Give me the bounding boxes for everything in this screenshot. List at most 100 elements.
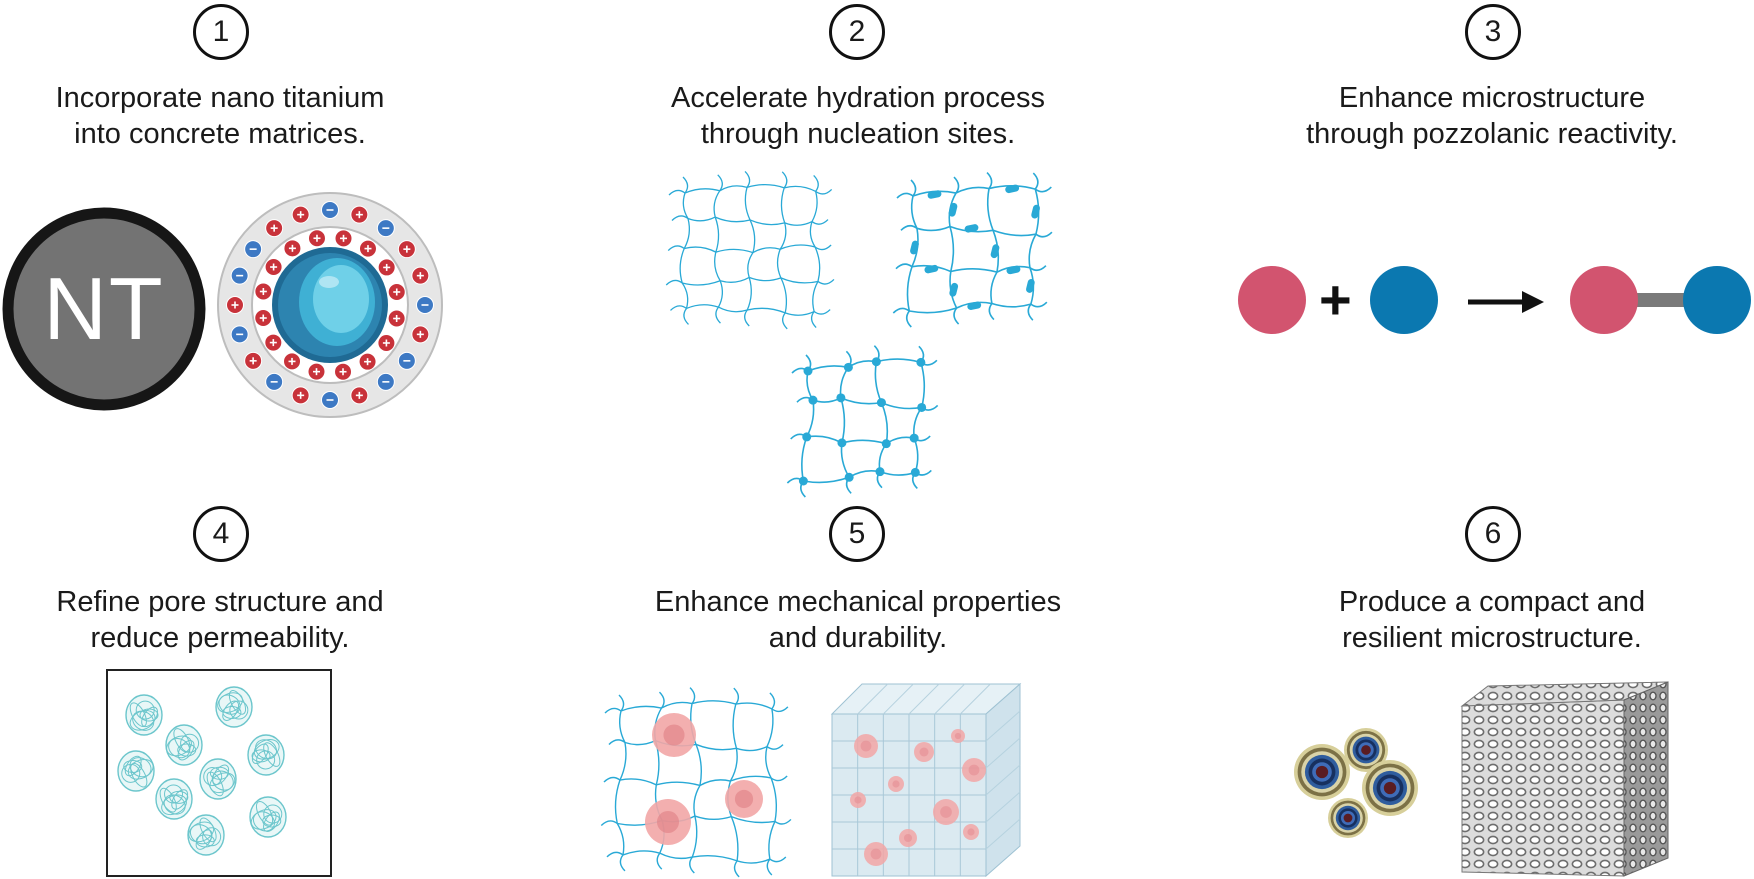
network-node-icon [881, 439, 891, 449]
pore-structure-panel [106, 669, 332, 877]
grid-line [985, 737, 1021, 769]
reinforced-network-icon [600, 687, 792, 878]
network-strand [714, 251, 721, 282]
network-strand [733, 860, 740, 878]
network-strand [784, 185, 816, 192]
positive-ion-icon [358, 352, 377, 371]
network-strand [1035, 231, 1053, 238]
network-strand [717, 280, 724, 308]
network-strand [892, 307, 910, 314]
network-strand [684, 188, 720, 194]
network-strand [990, 271, 998, 304]
network-strand [900, 224, 918, 231]
network-strand [619, 742, 627, 781]
step-3-caption-line2: through pozzolanic reactivity. [1306, 118, 1678, 150]
grid-line [934, 683, 966, 715]
inclusion-core-icon [734, 789, 754, 809]
network-strand [752, 247, 781, 254]
pore-icon [187, 814, 225, 856]
grid-line [985, 791, 1021, 823]
grid-line [857, 683, 889, 715]
step-3-caption-line1: Enhance microstructure [1338, 82, 1646, 114]
clinker-particle-icon [1294, 744, 1350, 800]
clinker-particle-icon [1328, 798, 1368, 838]
network-strand [988, 303, 995, 321]
pore-icon [165, 724, 203, 766]
network-strand [683, 218, 691, 249]
network-strand [806, 400, 815, 438]
network-strand [840, 397, 882, 405]
network-node-icon [875, 467, 885, 477]
pore-icon [199, 758, 237, 800]
network-strand [815, 188, 833, 195]
network-strand [910, 179, 917, 197]
network-strand [604, 707, 622, 714]
network-node-icon [836, 393, 846, 403]
network-strand [791, 367, 809, 374]
network-strand [812, 281, 819, 312]
network-strand [817, 278, 835, 285]
step-6-caption-line1: Produce a compact and [1338, 586, 1646, 618]
network-strand [732, 703, 738, 749]
negative-ion-icon [244, 240, 263, 259]
network-strand [667, 245, 685, 251]
network-strand [840, 442, 850, 478]
positive-ion-icon [350, 386, 369, 405]
step-6-caption: Produce a compact and resilient microstr… [1290, 584, 1694, 656]
negative-ion-icon [376, 372, 395, 391]
network-strand [713, 190, 721, 218]
network-strand [913, 437, 919, 473]
network-strand [986, 172, 993, 190]
network-strand [814, 244, 832, 251]
step-3-caption: Enhance microstructure through pozzolani… [1290, 80, 1694, 152]
network-strand [905, 310, 912, 328]
network-strand [992, 229, 1037, 237]
network-strand [736, 858, 771, 864]
inclusion-core-icon [870, 848, 882, 860]
network-node-icon [909, 433, 919, 443]
network-strand [670, 305, 687, 311]
grid-line [985, 710, 1021, 742]
positive-ion-icon [254, 282, 273, 301]
network-strand [911, 471, 918, 489]
step-4-number: 4 [212, 517, 230, 550]
step-1-caption-line1: Incorporate nano titanium [55, 82, 385, 114]
particle-cluster-icon [1294, 728, 1418, 838]
network-strand [781, 171, 788, 189]
inclusion-core-icon [968, 764, 980, 776]
network-strand [814, 246, 821, 282]
negative-ion-icon [230, 325, 249, 344]
network-strand [718, 306, 748, 313]
network-strand [950, 268, 998, 273]
positive-ion-icon [397, 240, 416, 259]
nucleation-site-icon [1031, 204, 1040, 219]
step-4-caption: Refine pore structure and reduce permeab… [20, 584, 420, 656]
network-strand [614, 779, 621, 824]
positive-ion-icon [265, 219, 284, 238]
network-strand [766, 744, 784, 750]
network-strand [810, 311, 817, 328]
network-strand [776, 249, 782, 279]
network-strand [895, 263, 913, 270]
network-strand [766, 858, 773, 876]
network-strand [909, 307, 957, 314]
network-strand [682, 280, 721, 286]
positive-ion-icon [291, 386, 310, 405]
step-5-number: 5 [848, 517, 866, 550]
grid-line [985, 764, 1021, 796]
positive-ion-icon [387, 309, 406, 328]
step-2-number-badge: 2 [829, 4, 885, 60]
network-strand [692, 854, 738, 862]
nucleation-site-icon [1006, 265, 1021, 275]
network-strand [744, 187, 751, 221]
nucleation-site-icon [924, 264, 939, 274]
positive-ion-icon [291, 205, 310, 224]
network-strand [949, 226, 955, 272]
network-strand [780, 187, 786, 224]
network-strand [769, 856, 787, 863]
network-strand [784, 310, 815, 316]
network-strand [744, 170, 751, 188]
hydration-network-nucleation-icon [892, 172, 1053, 328]
network-strand [682, 176, 689, 194]
network-strand [686, 304, 719, 310]
